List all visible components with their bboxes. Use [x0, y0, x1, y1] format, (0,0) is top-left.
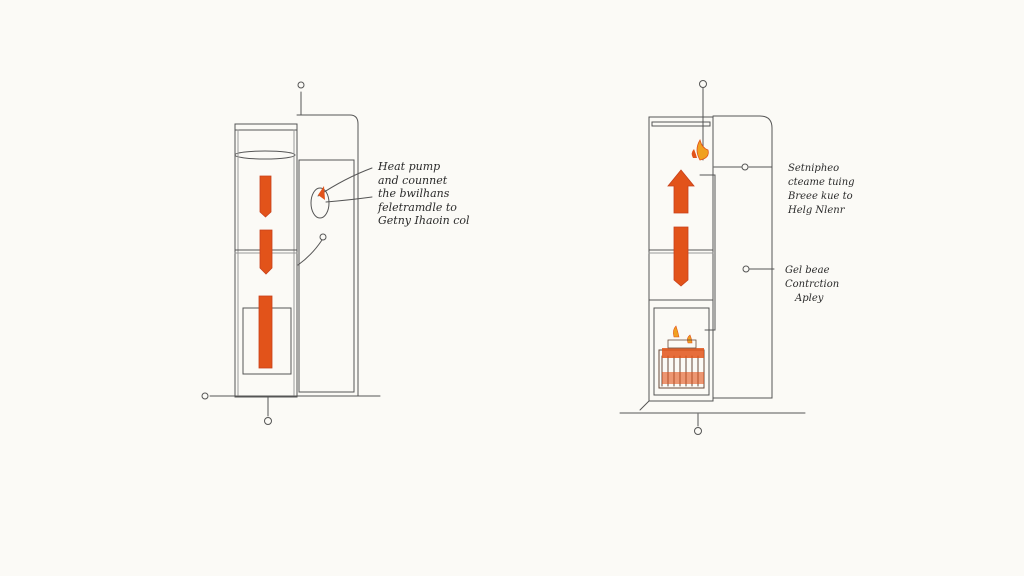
right-top-flame-small-icon	[691, 149, 697, 158]
left-inner-panel	[298, 159, 355, 393]
right-note-line: Setnipheo	[788, 163, 840, 174]
right-top-flame-icon	[696, 138, 709, 161]
left-rear-housing	[296, 114, 359, 397]
left-unit-drawing	[201, 81, 381, 425]
left-note-line: Heat pump	[378, 160, 441, 173]
right-bottom-chamber	[653, 307, 710, 396]
right-down-arrow	[673, 226, 689, 287]
left-hot-column	[258, 295, 273, 369]
right-unit-drawing	[619, 80, 806, 435]
left-coil-oval	[310, 187, 330, 219]
left-flow-arrows	[258, 175, 325, 369]
right-top-cap	[651, 121, 711, 127]
right-flow-elements	[662, 138, 709, 384]
right-note-line: Gel beae	[785, 265, 830, 276]
left-valve-icon	[319, 233, 327, 241]
left-top-ring	[234, 150, 296, 160]
right-front-column	[648, 116, 714, 402]
right-note-line: Apley	[795, 293, 824, 304]
left-note-line: and counnet	[378, 173, 448, 187]
right-burner-tray	[667, 339, 697, 349]
right-note-line: Breee kue to	[788, 191, 853, 202]
right-top-callout-note: Setnipheo cteame tuing Breee kue to Helg…	[788, 162, 855, 218]
left-side-marker-icon	[201, 392, 209, 400]
right-upper-marker-icon	[741, 163, 749, 171]
right-up-arrow	[667, 169, 695, 214]
left-callout-note: Heat pump and counnet the bwilhans felet…	[378, 160, 470, 228]
left-down-arrow-1	[259, 175, 272, 218]
right-note-line: Contrction	[785, 279, 840, 290]
right-burner-bottom	[662, 372, 704, 384]
left-note-line: the bwilhans	[378, 187, 450, 200]
left-coil-flame-icon	[318, 186, 325, 200]
right-lower-marker-icon	[742, 265, 750, 273]
left-note-line: Getny Ihaoin col	[378, 214, 470, 227]
right-note-line: Helg Nlenr	[788, 205, 845, 216]
left-callout-leader-2	[325, 196, 373, 203]
right-bottom-callout-note: Gel beae Contrction Apley	[785, 264, 839, 306]
right-rear-housing	[712, 115, 773, 399]
right-bottom-marker-icon	[694, 427, 702, 435]
left-note-line: feletramdle to	[378, 200, 457, 214]
right-pipe-loop	[699, 174, 716, 331]
right-burner-top	[662, 348, 704, 358]
right-burner-flame-1-icon	[673, 325, 680, 338]
right-top-marker-icon	[699, 80, 707, 88]
left-down-arrow-2	[259, 229, 273, 275]
right-note-line: cteame tuing	[788, 177, 855, 188]
left-top-marker-icon	[297, 81, 305, 89]
right-burner-flame-2-icon	[687, 334, 693, 344]
left-pipe	[297, 239, 323, 266]
right-base-slant	[639, 400, 650, 411]
left-bottom-marker-icon	[264, 417, 272, 425]
left-top-cap	[234, 123, 298, 131]
